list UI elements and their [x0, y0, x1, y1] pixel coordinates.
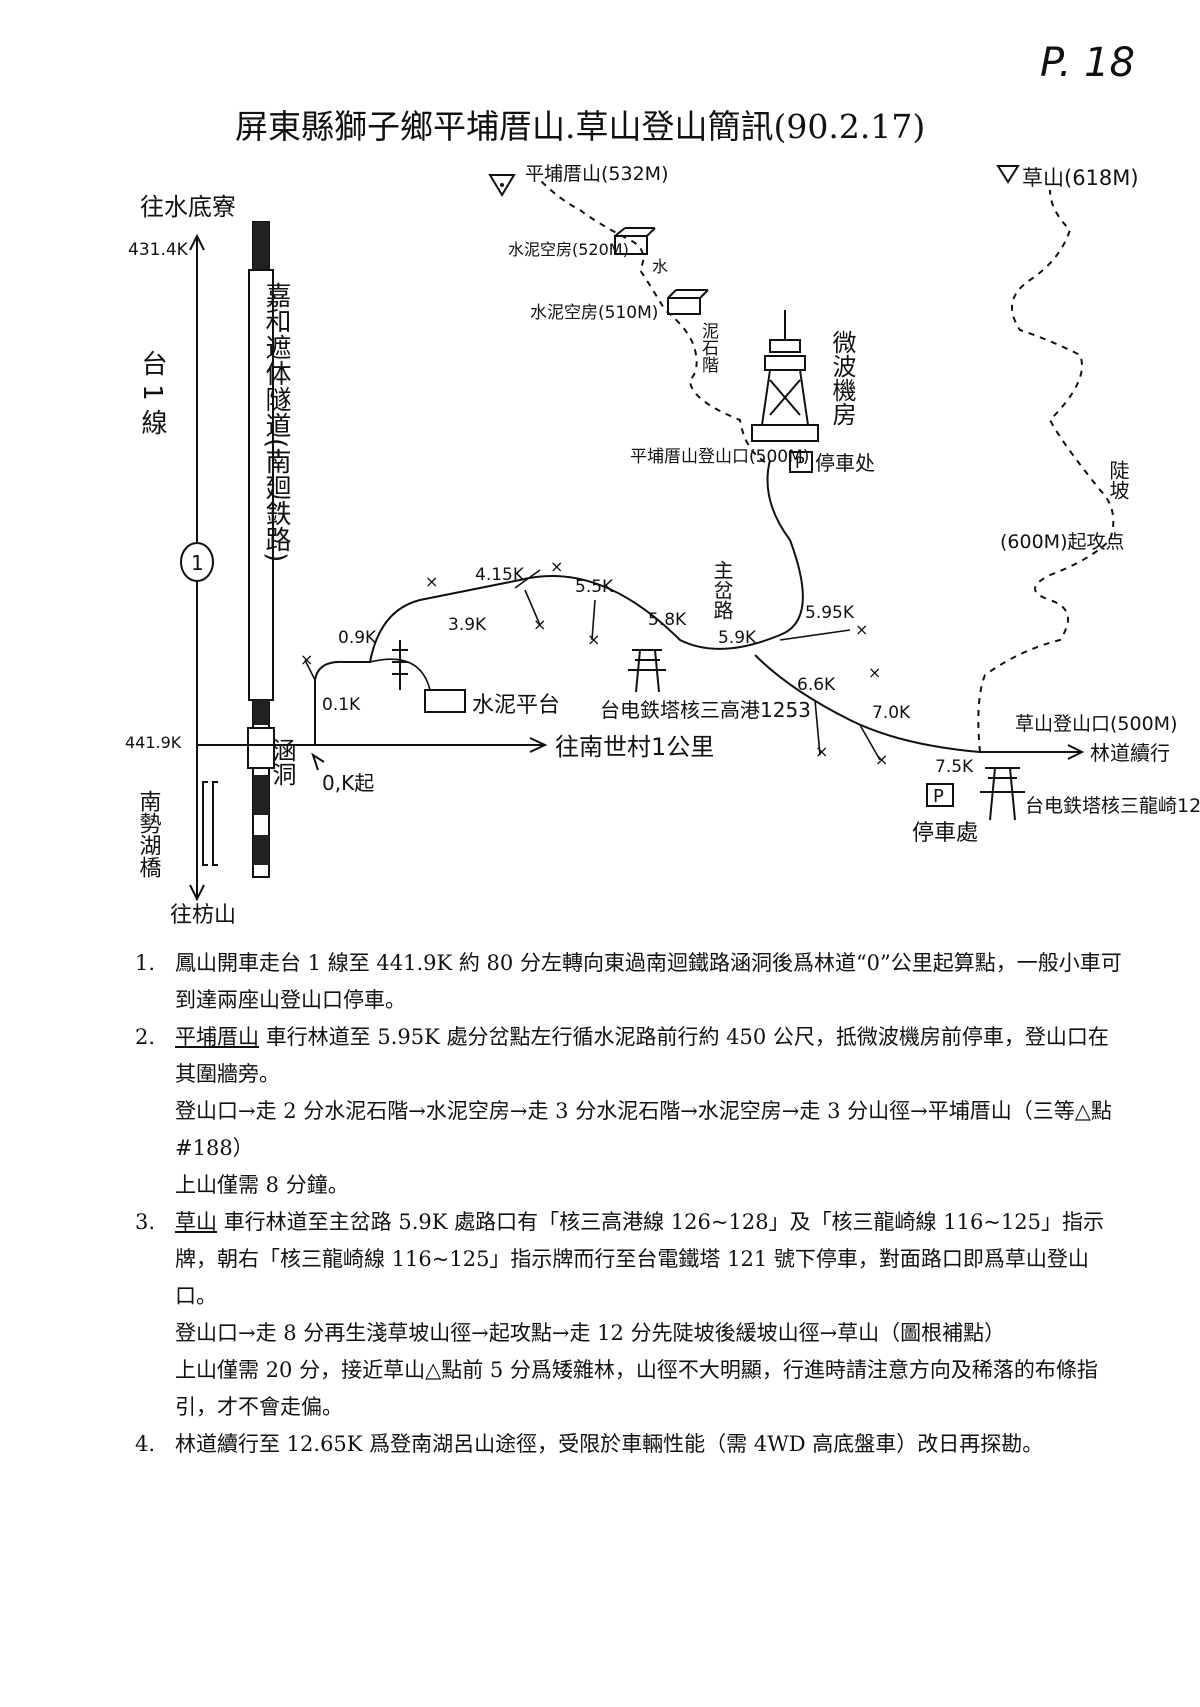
- microwave-station-icon: [751, 310, 819, 442]
- note-line: 登山口→走 2 分水泥石階→水泥空房→走 3 分水泥石階→水泥空房→走 3 分山…: [175, 1099, 1112, 1160]
- note-line: 林道續行至 12.65K 爲登南湖呂山途徑，受限於車輛性能（需 4WD 高底盤車…: [175, 1432, 1044, 1456]
- svg-text:×: ×: [868, 663, 881, 682]
- parking-icon-bottom: P: [926, 783, 954, 807]
- note-item: 1. 鳳山開車走台 1 線至 441.9K 約 80 分左轉向東過南迴鐵路涵洞後…: [135, 945, 1125, 1019]
- caoshan-peak-icon: [996, 165, 1020, 184]
- parking-top-label: 停車处: [815, 451, 875, 475]
- culvert-label: 涵洞: [268, 738, 296, 786]
- note-heading: 草山: [175, 1210, 217, 1234]
- pingpu-peak-label: 平埔厝山(532M): [525, 163, 668, 185]
- climb-start-label: (600M)起攻点: [1000, 531, 1124, 553]
- km-441-label: 441.9K: [125, 733, 182, 752]
- cement-house-520-label: 水泥空房(520M): [508, 240, 629, 259]
- km-7-5-label: 7.5K: [935, 757, 974, 777]
- note-line: 上山僅需 20 分，接近草山△點前 5 分爲矮雜林，山徑不大明顯，行進時請注意方…: [175, 1358, 1098, 1419]
- road-end-marks: × × × × × × × × ×: [300, 557, 888, 769]
- note-line: 平埔厝山 車行林道至 5.95K 處分岔點左行循水泥路前行約 450 公尺，抵微…: [175, 1025, 1109, 1086]
- note-line: 草山 車行林道至主岔路 5.9K 處路口有「核三高港線 126~128」及「核三…: [175, 1210, 1104, 1308]
- note-line: 上山僅需 8 分鐘。: [175, 1173, 349, 1197]
- nanshi-bridge-label: 南勢湖橋: [136, 790, 162, 878]
- note-line: 鳳山開車走台 1 線至 441.9K 約 80 分左轉向東過南迴鐵路涵洞後爲林道…: [175, 951, 1122, 1012]
- svg-text:P: P: [795, 453, 805, 472]
- start-0k-label: 0,K起: [322, 771, 374, 795]
- to-shuidi-label: 往水底寮: [140, 193, 236, 221]
- km-5-95-label: 5.95K: [805, 603, 855, 623]
- water-label: 水: [652, 257, 668, 276]
- cement-platform-label: 水泥平台: [472, 693, 560, 718]
- pingpu-peak-icon: [488, 174, 516, 197]
- route-badge-icon: 1: [180, 542, 214, 582]
- road-to-nanshi: [197, 737, 548, 753]
- km-6-6-label: 6.6K: [797, 675, 836, 695]
- note-item: 3. 草山 車行林道至主岔路 5.9K 處路口有「核三高港線 126~128」及…: [135, 1204, 1125, 1426]
- forest-road: [314, 459, 804, 745]
- km-3-9-label: 3.9K: [448, 615, 487, 635]
- forest-road-cont-label: 林道續行: [1090, 741, 1170, 765]
- svg-text:P: P: [933, 786, 944, 807]
- microwave-station-label: 微波機房: [828, 330, 856, 426]
- km-5-9-label: 5.9K: [718, 628, 757, 648]
- tower-121-label: 台电鉄塔核三龍崎121号: [1025, 795, 1200, 817]
- note-number: 4.: [135, 1432, 156, 1456]
- cement-house-520-icon: [614, 227, 656, 255]
- tunnel-label: 嘉和遮体隧道(南廻鉄路): [261, 282, 291, 562]
- railway-tunnel: [247, 221, 275, 878]
- pingpu-trail: [539, 179, 766, 463]
- cement-house-510-icon: [667, 289, 709, 315]
- km-4-15-label: 4.15K: [475, 565, 525, 585]
- page-title: 屏東縣獅子鄉平埔厝山.草山登山簡訊(90.2.17): [235, 107, 926, 146]
- km-0-9-label: 0.9K: [338, 628, 377, 648]
- note-item: 2. 平埔厝山 車行林道至 5.95K 處分岔點左行循水泥路前行約 450 公尺…: [135, 1019, 1125, 1204]
- note-number: 3.: [135, 1210, 156, 1234]
- svg-text:×: ×: [533, 615, 546, 634]
- svg-text:×: ×: [300, 650, 313, 669]
- to-fangshan-label: 往枋山: [170, 903, 236, 928]
- km-5-8-label: 5.8K: [648, 610, 687, 630]
- svg-text:×: ×: [815, 742, 828, 761]
- tai1-label: 台 1 線: [137, 350, 167, 435]
- svg-text:×: ×: [587, 630, 600, 649]
- cement-steps-label: 泥石階: [698, 322, 719, 373]
- km-7-0-label: 7.0K: [872, 703, 911, 723]
- parking-icon-top: P: [789, 451, 813, 473]
- route-map: 往水底寮 431.4K 台 1 線 1 441.9K 南勢湖橋 往枋山 嘉和遮体…: [125, 163, 1200, 928]
- svg-text:×: ×: [875, 750, 888, 769]
- svg-text:×: ×: [425, 572, 438, 591]
- svg-text:×: ×: [550, 557, 563, 576]
- parking-label-bottom: 停車處: [912, 821, 978, 846]
- steep-slope-label: 陡坡: [1106, 460, 1130, 500]
- note-number: 1.: [135, 951, 156, 975]
- note-line: 登山口→走 8 分再生淺草坡山徑→起攻點→走 12 分先陡坡後緩坡山徑→草山（圖…: [175, 1321, 1006, 1345]
- forest-road-east: [754, 654, 1080, 753]
- tower-125-label: 台电鉄塔核三高港1253: [600, 698, 811, 722]
- svg-text:1: 1: [191, 551, 204, 575]
- caoshan-trail: [977, 189, 1115, 753]
- power-tower-125-icon: [628, 649, 666, 693]
- km-431-label: 431.4K: [128, 240, 189, 260]
- note-number: 2.: [135, 1025, 156, 1049]
- notes-list: 1. 鳳山開車走台 1 線至 441.9K 約 80 分左轉向東過南迴鐵路涵洞後…: [135, 945, 1125, 1463]
- svg-text:×: ×: [855, 620, 868, 639]
- power-tower-121-icon: [980, 767, 1025, 821]
- km-0-1-label: 0.1K: [322, 695, 361, 715]
- cement-house-510-label: 水泥空房(510M): [530, 303, 658, 323]
- note-item: 4. 林道續行至 12.65K 爲登南湖呂山途徑，受限於車輛性能（需 4WD 高…: [135, 1426, 1125, 1463]
- to-nanshi-label: 往南世村1公里: [555, 733, 714, 761]
- main-road-label: 主岔路: [710, 560, 734, 620]
- small-tower-icon: [392, 640, 408, 690]
- caoshan-trailhead-label: 草山登山口(500M): [1015, 713, 1177, 735]
- note-heading: 平埔厝山: [175, 1025, 259, 1049]
- km-5-5-label: 5.5K: [575, 577, 614, 597]
- cement-platform-box: [424, 689, 466, 713]
- caoshan-peak-label: 草山(618M): [1022, 166, 1139, 190]
- page-number: P. 18: [1040, 40, 1135, 86]
- pingpu-trailhead-label: 平埔厝山登山口(500M): [630, 447, 809, 467]
